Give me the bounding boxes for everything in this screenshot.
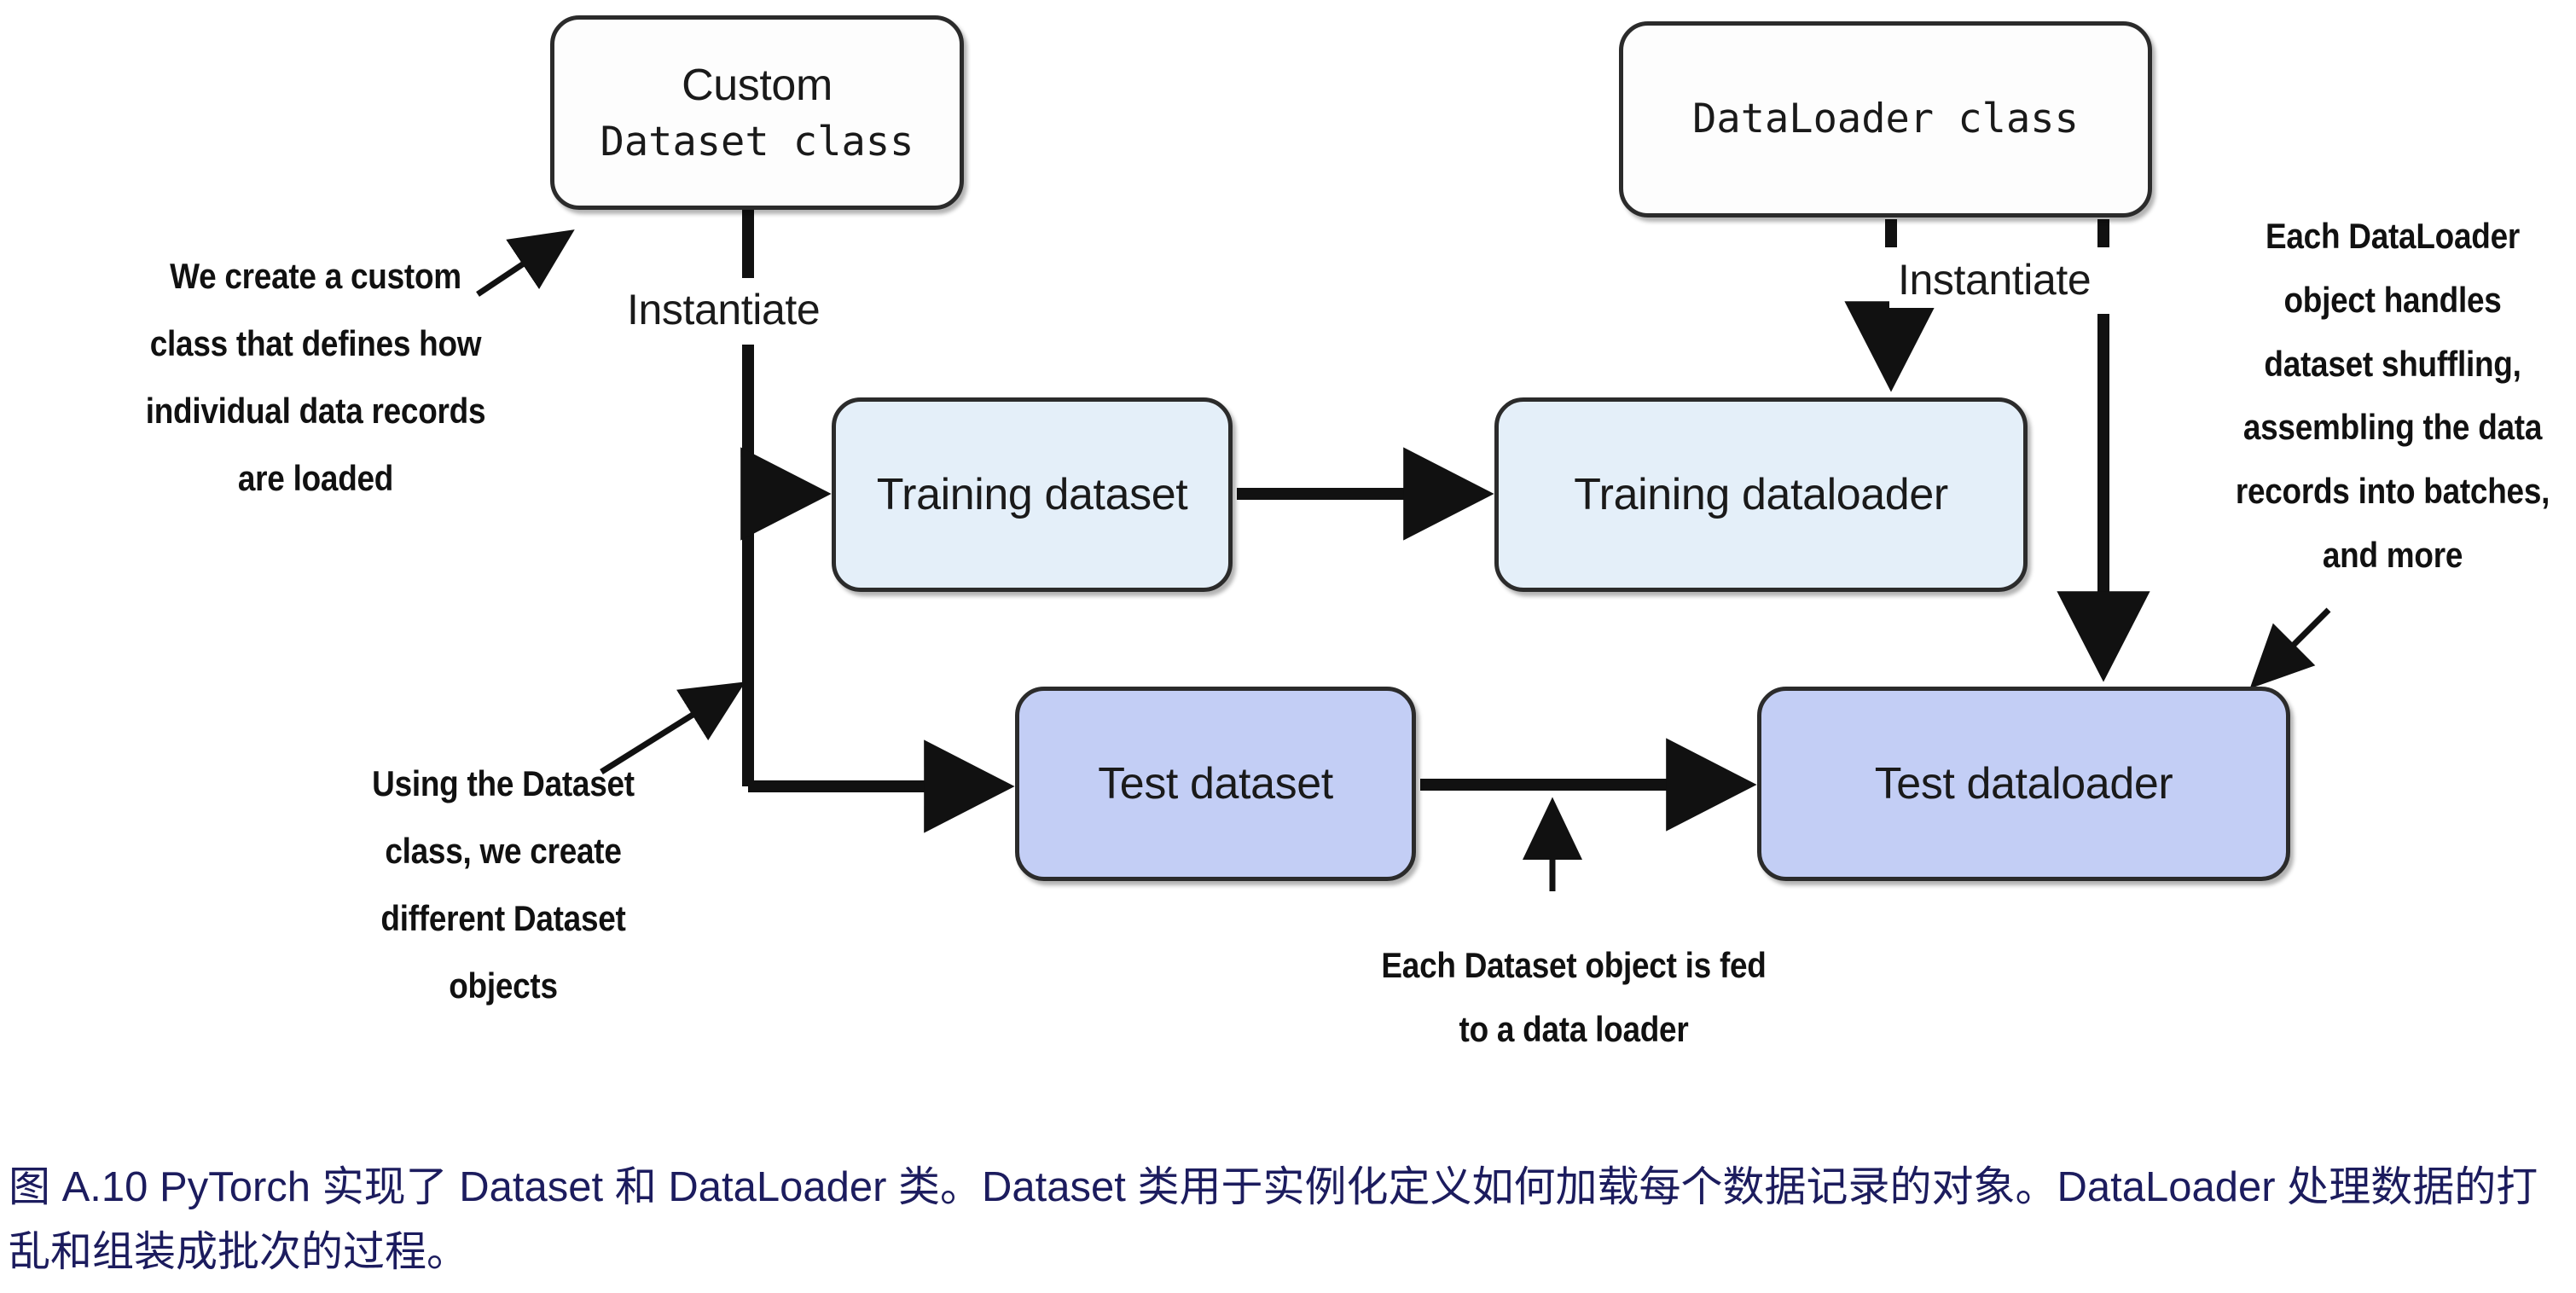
- node-custom-dataset-class-line1: Custom: [682, 60, 833, 110]
- node-training-dataloader[interactable]: Training dataloader: [1494, 397, 2028, 592]
- node-dataloader-class-label: DataLoader class: [1692, 95, 2079, 142]
- figure-caption: 图 A.10 PyTorch 实现了 Dataset 和 DataLoader …: [9, 1164, 2538, 1275]
- pointer-using-dataset-class: [600, 681, 746, 774]
- edge-label-instantiate-left: Instantiate: [618, 281, 829, 338]
- node-training-dataset-label: Training dataset: [876, 469, 1188, 519]
- annotation-using-dataset-class: Using the Dataset class, we create diffe…: [372, 763, 635, 1006]
- node-test-dataset-label: Test dataset: [1098, 758, 1333, 809]
- node-test-dataloader[interactable]: Test dataloader: [1757, 687, 2290, 881]
- node-custom-dataset-class-line2: Dataset class: [600, 119, 914, 166]
- node-training-dataloader-label: Training dataloader: [1574, 469, 1948, 519]
- edge-label-instantiate-right: Instantiate: [1889, 252, 2100, 308]
- annotation-each-dataset-object: Each Dataset object is fed to a data loa…: [1381, 945, 1767, 1049]
- annotation-each-dataloader: Each DataLoader object handles dataset s…: [2235, 216, 2550, 575]
- node-test-dataloader-label: Test dataloader: [1874, 758, 2173, 809]
- pointer-create-custom-class: [476, 229, 575, 297]
- pointer-each-dataloader: [2249, 607, 2331, 689]
- node-dataloader-class[interactable]: DataLoader class: [1619, 21, 2152, 217]
- node-training-dataset[interactable]: Training dataset: [832, 397, 1233, 592]
- edge-dataloader-trunks: [1844, 219, 2150, 682]
- annotation-create-custom-class: We create a custom class that defines ho…: [145, 256, 486, 498]
- node-custom-dataset-class[interactable]: Custom Dataset class: [550, 15, 964, 210]
- node-test-dataset[interactable]: Test dataset: [1015, 687, 1416, 881]
